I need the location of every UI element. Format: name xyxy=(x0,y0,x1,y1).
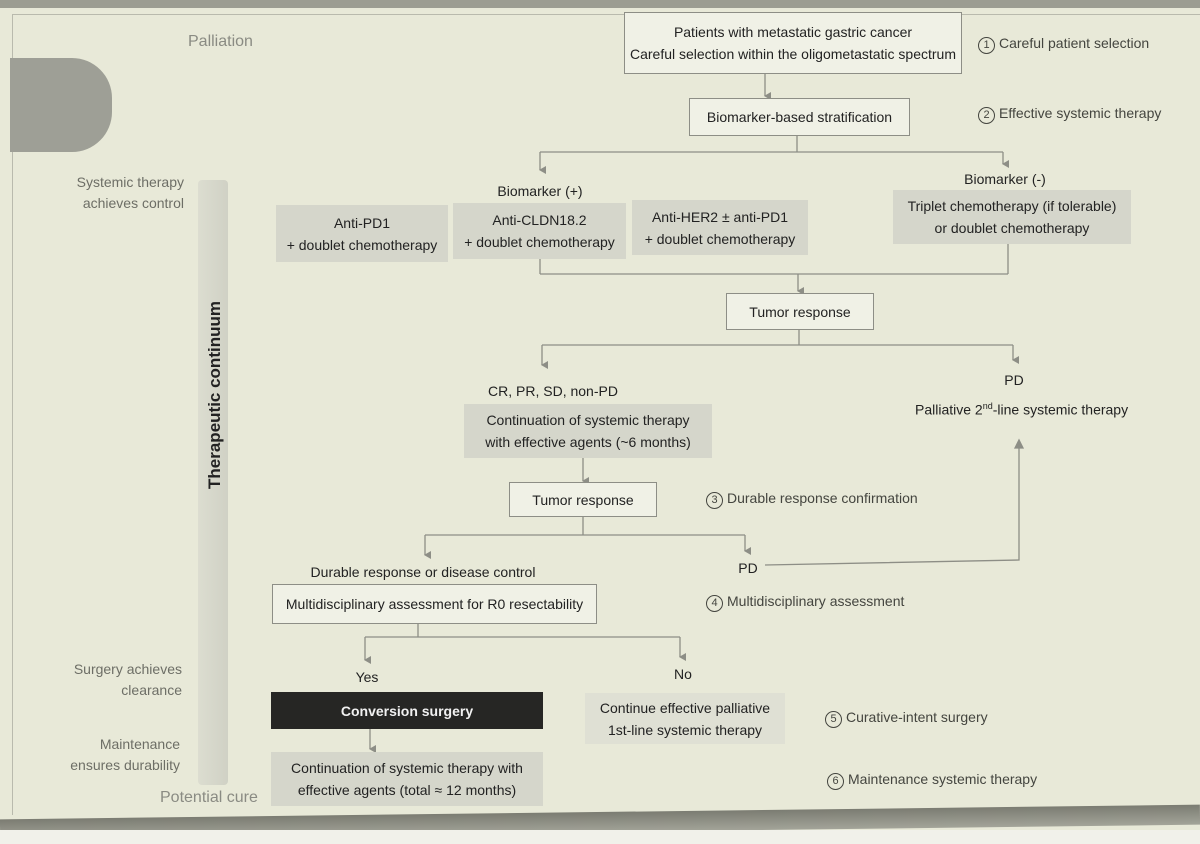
mdt-box: Multidisciplinary assessment for R0 rese… xyxy=(272,584,597,624)
figure-frame xyxy=(12,14,1200,815)
yes-label: Yes xyxy=(355,669,379,685)
durable-response-label: Durable response or disease control xyxy=(310,564,536,580)
pd-label-1: PD xyxy=(1004,372,1024,388)
tumor-response-box-2: Tumor response xyxy=(509,482,657,517)
pd-label-2: PD xyxy=(738,560,758,576)
biomarker-negative-label: Biomarker (-) xyxy=(964,171,1046,187)
therapy-box-anti-pd1: Anti-PD1+ doublet chemotherapy xyxy=(276,205,448,262)
paper-below xyxy=(0,830,1200,844)
decorative-tab-shape xyxy=(10,58,112,152)
continuum-bar xyxy=(198,180,228,785)
therapy-box-anti-her2: Anti-HER2 ± anti-PD1+ doublet chemothera… xyxy=(632,200,808,255)
stratification-box: Biomarker-based stratification xyxy=(689,98,910,136)
biomarker-positive-label: Biomarker (+) xyxy=(497,183,583,199)
no-label: No xyxy=(674,666,692,682)
therapy-box-chemo: Triplet chemotherapy (if tolerable)or do… xyxy=(893,190,1131,244)
palliative-2nd-line-label: Palliative 2nd-line systemic therapy xyxy=(915,401,1129,418)
response-label: CR, PR, SD, non-PD xyxy=(488,383,618,399)
therapy-box-anti-cldn: Anti-CLDN18.2+ doublet chemotherapy xyxy=(453,203,626,259)
palliation-label: Palliation xyxy=(188,33,253,50)
conversion-surgery-box: Conversion surgery xyxy=(271,692,543,729)
potential-cure-label: Potential cure xyxy=(160,789,258,806)
tumor-response-box-1: Tumor response xyxy=(726,293,874,330)
page-edge-top xyxy=(0,0,1200,8)
